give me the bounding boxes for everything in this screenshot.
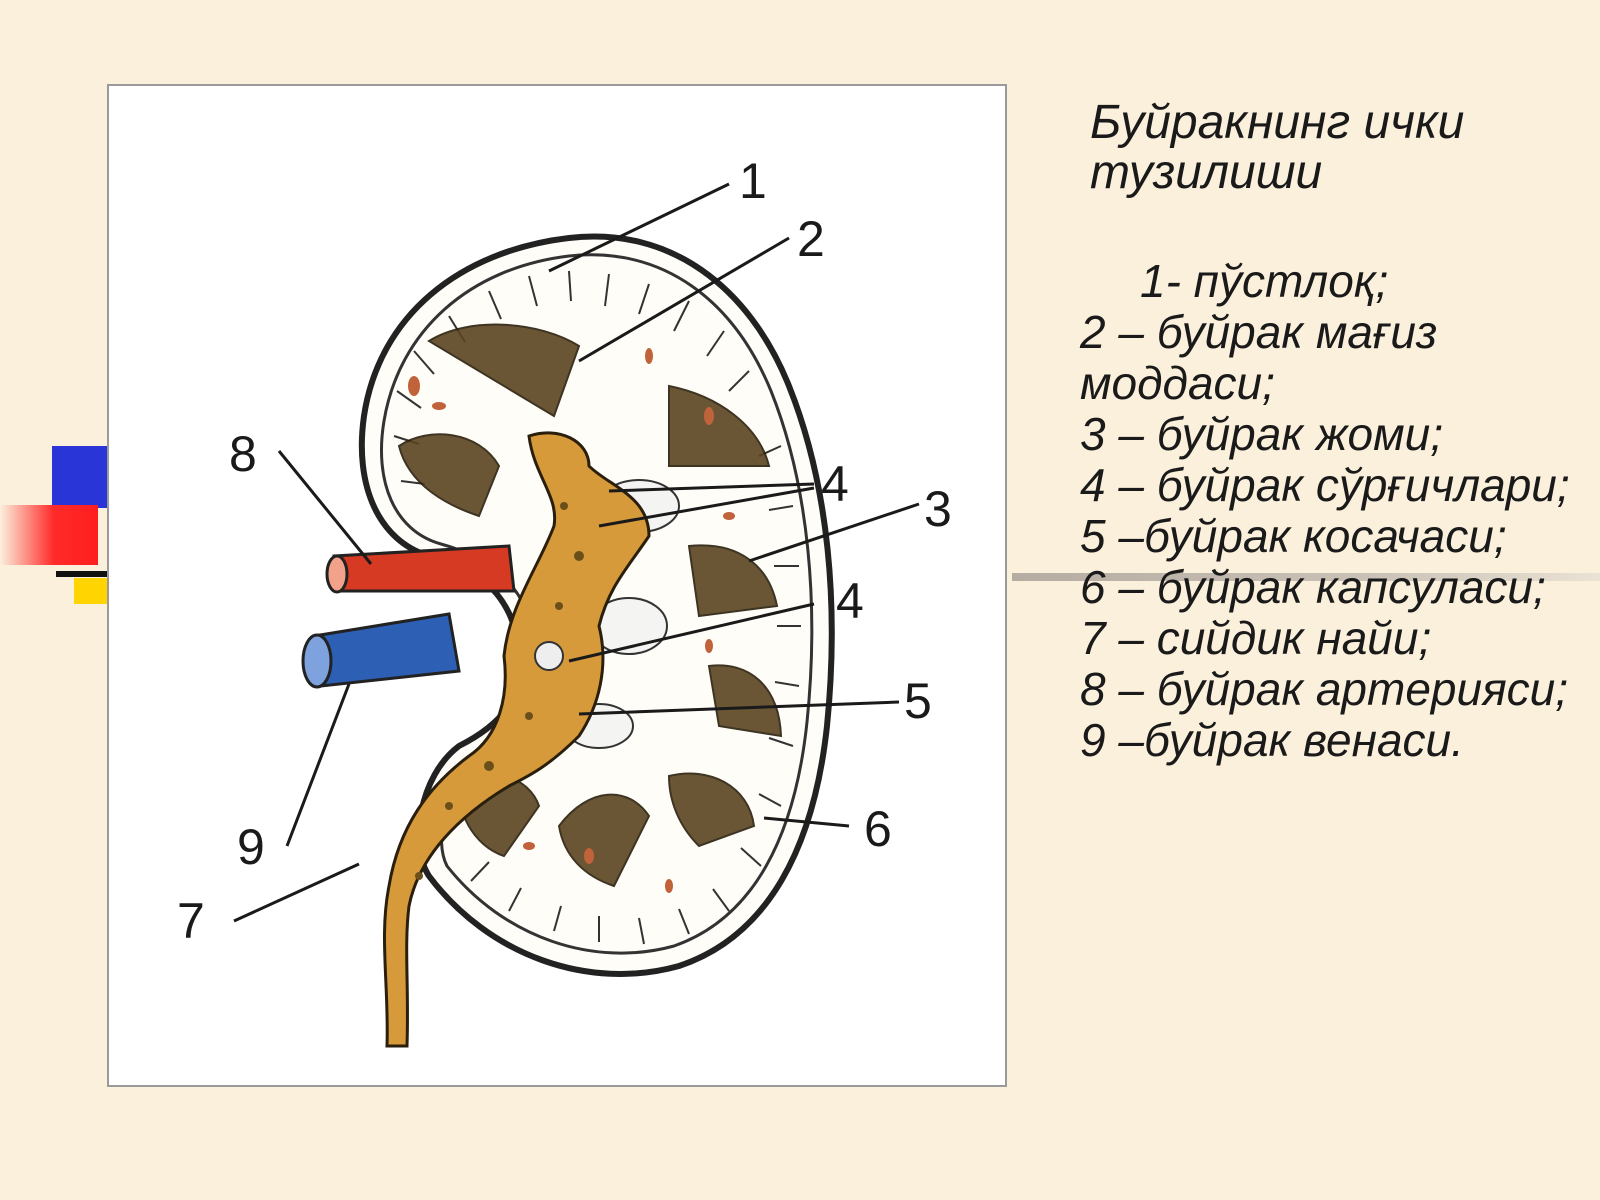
legend-item-5: 5 –буйрак косачаси; (1080, 510, 1507, 562)
callout-2: 2 (797, 211, 825, 267)
decor-blue-square (52, 446, 108, 508)
legend-item-2: 2 – буйрак мағиз моддаси; (1080, 306, 1438, 409)
legend-item-8: 8 – буйрак артерияси; (1080, 663, 1569, 715)
legend-item-3: 3 – буйрак жоми; (1080, 408, 1443, 460)
kidney-figure: 1 2 3 4 4 5 6 7 8 9 (107, 84, 1007, 1087)
decor-red-block (0, 505, 98, 565)
decor-yellow-square (74, 578, 108, 604)
figure-title: Буйракнинг ички тузилиши (1090, 96, 1465, 199)
callout-1: 1 (739, 153, 767, 209)
renal-vein (301, 612, 461, 689)
legend-item-9: 9 –буйрак венаси. (1080, 714, 1464, 766)
legend-item-7: 7 – сийдик найи; (1080, 612, 1432, 664)
decor-black-bar (56, 571, 108, 577)
leader-lines (233, 182, 920, 923)
legend-list: 1- пўстлоқ; 2 – буйрак мағиз моддаси; 3 … (1080, 256, 1590, 766)
medulla-pyramids (397, 323, 783, 888)
legend-panel: Буйракнинг ички тузилиши 1- пўстлоқ; 2 –… (1080, 98, 1590, 766)
callout-9: 9 (237, 819, 265, 875)
renal-artery (325, 544, 516, 594)
callout-4b: 4 (836, 573, 864, 629)
decor-horizontal-rule (1012, 573, 1600, 581)
callout-7: 7 (177, 893, 205, 949)
renal-pelvis-and-ureter (383, 431, 651, 1048)
legend-item-4: 4 – буйрак сўрғичлари; (1080, 459, 1570, 511)
kidney-diagram: 1 2 3 4 4 5 6 7 8 9 (177, 153, 952, 1048)
callout-3: 3 (924, 481, 952, 537)
callout-5: 5 (904, 673, 932, 729)
callout-8: 8 (229, 426, 257, 482)
legend-item-6: 6 – буйрак капсуласи; (1080, 561, 1546, 613)
callout-4a: 4 (821, 456, 849, 512)
legend-item-1: 1- пўстлоқ; (1140, 255, 1389, 307)
cortex-vessels (408, 348, 735, 893)
callout-6: 6 (864, 801, 892, 857)
calyx-opening (534, 641, 564, 671)
